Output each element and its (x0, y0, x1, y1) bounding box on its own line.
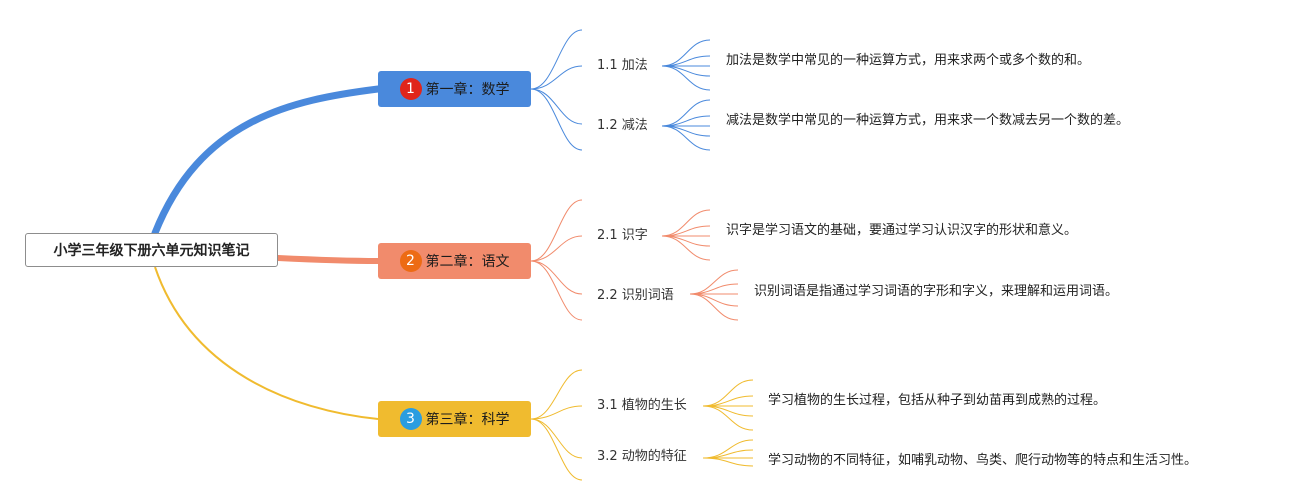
branch-chinese (275, 255, 381, 264)
desc-word-recognition[interactable]: 识别词语是指通过学习词语的字形和字义，来理解和运用词语。 (754, 284, 1119, 299)
chapter-label: 第三章：科学 (425, 412, 510, 428)
branch-math (151, 85, 382, 237)
chapter-number-badge: 2 (399, 250, 422, 272)
fan-chinese (530, 199, 739, 321)
root-topic[interactable]: 小学三年级下册六单元知识笔记 (25, 233, 278, 267)
chapter-number-badge: 1 (399, 78, 422, 100)
subtopic-animal-traits[interactable]: 3.2 动物的特征 (597, 449, 687, 464)
chapter-label: 第二章：语文 (425, 254, 510, 270)
fan-math (530, 29, 711, 151)
chapter-math[interactable]: 1 第一章：数学 (378, 71, 531, 107)
subtopic-addition[interactable]: 1.1 加法 (597, 58, 648, 73)
subtopic-literacy[interactable]: 2.1 识字 (597, 228, 648, 243)
desc-addition[interactable]: 加法是数学中常见的一种运算方式，用来求两个或多个数的和。 (726, 53, 1091, 68)
fan-science (530, 369, 754, 481)
subtopic-word-recognition[interactable]: 2.2 识别词语 (597, 288, 674, 303)
chapter-chinese[interactable]: 2 第二章：语文 (378, 243, 531, 279)
subtopic-subtraction[interactable]: 1.2 减法 (597, 118, 648, 133)
desc-subtraction[interactable]: 减法是数学中常见的一种运算方式，用来求一个数减去另一个数的差。 (726, 113, 1130, 128)
desc-plant-growth[interactable]: 学习植物的生长过程，包括从种子到幼苗再到成熟的过程。 (768, 393, 1107, 408)
desc-animal-traits[interactable]: 学习动物的不同特征，如哺乳动物、鸟类、爬行动物等的特点和生活习性。 (768, 453, 1198, 468)
desc-literacy[interactable]: 识字是学习语文的基础，要通过学习认识汉字的形状和意义。 (726, 223, 1078, 238)
chapter-label: 第一章：数学 (425, 82, 510, 98)
subtopic-plant-growth[interactable]: 3.1 植物的生长 (597, 398, 687, 413)
chapter-science[interactable]: 3 第三章：科学 (378, 401, 531, 437)
branch-science (154, 266, 379, 420)
chapter-number-badge: 3 (399, 408, 422, 430)
